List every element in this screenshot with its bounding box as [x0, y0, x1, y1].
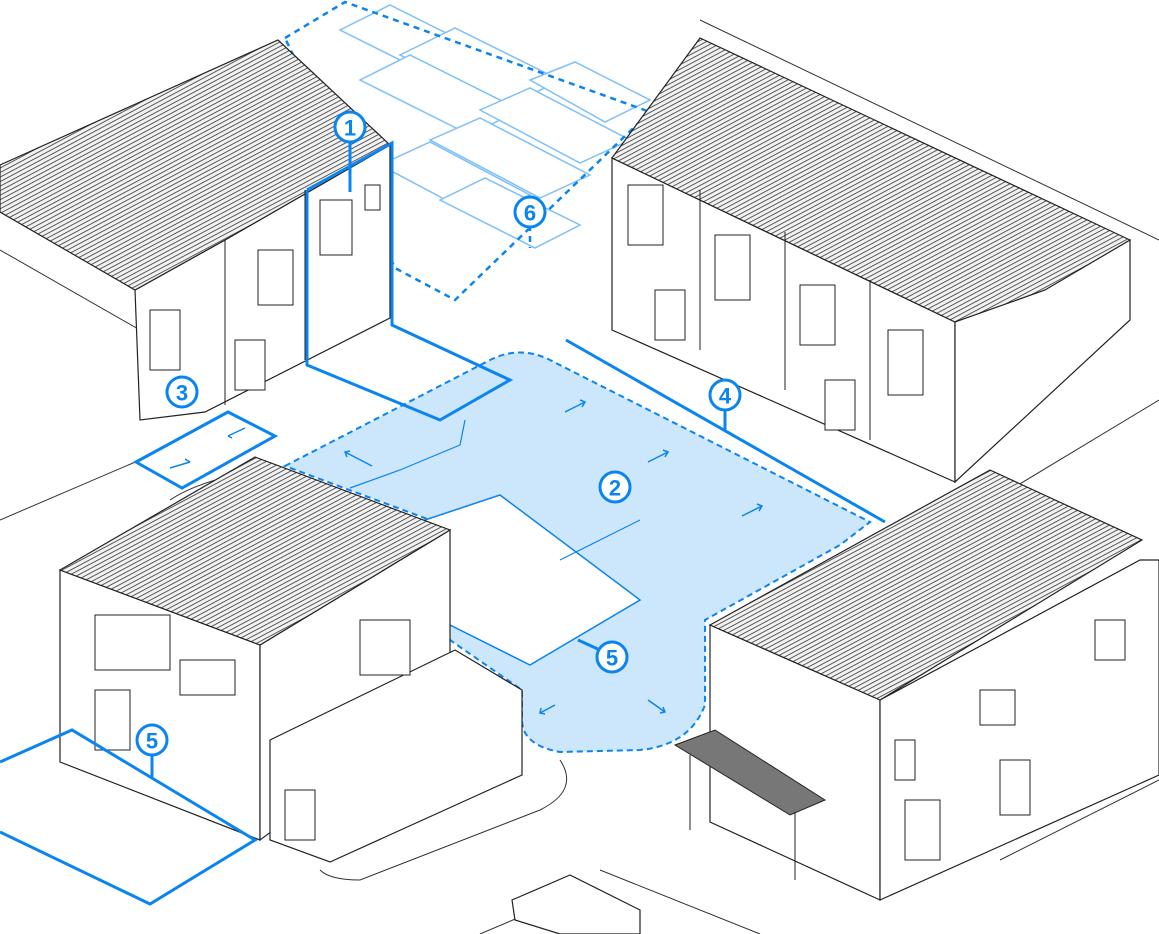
zone-5b-badge: 5 — [595, 640, 629, 674]
zone-1-badge: 1 — [333, 110, 367, 144]
zone-2-number: 2 — [609, 476, 621, 501]
building-bottom-right — [708, 469, 1159, 901]
bike-shelter — [673, 729, 827, 880]
car — [511, 874, 641, 934]
zone-4-badge: 4 — [708, 378, 742, 412]
building-top-right — [611, 37, 1132, 484]
zone-5-outline — [0, 728, 258, 906]
zone-4-outline — [565, 338, 886, 524]
building-bottom-left — [58, 456, 523, 863]
zone-3-number: 3 — [176, 381, 188, 406]
zone-3-outline — [132, 410, 279, 490]
zone-5a-badge: 5 — [135, 723, 169, 757]
zone-5a-number: 5 — [146, 729, 158, 754]
zone-6-number: 6 — [524, 201, 536, 226]
zone-5b-leader — [577, 638, 601, 652]
zone-6-badge: 6 — [513, 195, 547, 229]
zone-4-number: 4 — [719, 384, 732, 409]
zone-3-badge: 3 — [165, 375, 199, 409]
zone-1-outline — [305, 140, 514, 422]
circulation-arrows — [169, 399, 764, 715]
building-top-left — [0, 39, 392, 421]
zone-5b-number: 5 — [606, 646, 618, 671]
zone-1-number: 1 — [344, 116, 356, 141]
zone-2-badge: 2 — [598, 470, 632, 504]
